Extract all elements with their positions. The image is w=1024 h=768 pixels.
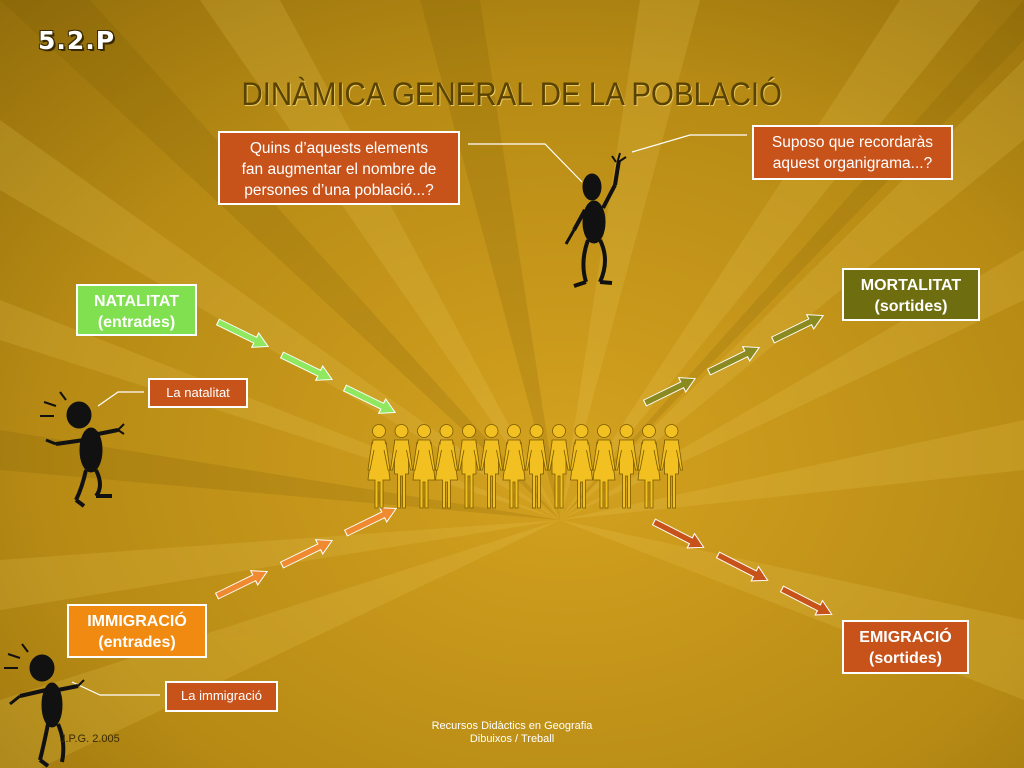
question-line-1: Quins d’aquests elements bbox=[249, 140, 429, 157]
natalitat-name: NATALITAT bbox=[93, 293, 179, 310]
emigracio-sub: (sortides) bbox=[869, 650, 942, 667]
callout-line-natalitat bbox=[97, 391, 144, 407]
mortalitat-box: MORTALITAT (sortides) bbox=[842, 268, 980, 321]
natalitat-sub: (entrades) bbox=[97, 314, 176, 331]
mortalitat-sub: (sortides) bbox=[874, 298, 948, 315]
emigracio-name: EMIGRACIÓ bbox=[859, 629, 952, 646]
person-icon bbox=[502, 424, 526, 509]
question-line-3: persones d’una població...? bbox=[244, 182, 434, 199]
person-icon bbox=[660, 424, 683, 509]
reply-line-1: Suposo que recordaràs bbox=[771, 134, 934, 151]
person-icon bbox=[367, 424, 391, 509]
immigracio-name: IMMIGRACIÓ bbox=[87, 613, 187, 630]
person-icon bbox=[457, 424, 481, 509]
footer-credits-line-1: Recursos Didàctics en Geografia bbox=[431, 720, 593, 732]
footer-credits: Recursos Didàctics en Geografia Dibuixos… bbox=[412, 720, 612, 746]
person-icon bbox=[480, 424, 503, 509]
callout-line-reply bbox=[631, 134, 747, 153]
natalitat-label: La natalitat bbox=[148, 378, 248, 408]
person-icon bbox=[525, 424, 548, 509]
running-person-figure-icon bbox=[4, 643, 85, 768]
immigracio-sub: (entrades) bbox=[98, 634, 176, 651]
waving-person-figure-icon bbox=[564, 152, 627, 288]
immigracio-label: La immigració bbox=[165, 681, 278, 712]
person-icon bbox=[570, 424, 593, 509]
emigracio-arrows bbox=[649, 514, 836, 622]
person-icon bbox=[547, 424, 571, 509]
natalitat-box: NATALITAT (entrades) bbox=[76, 284, 197, 336]
callout-line-immigracio bbox=[71, 681, 160, 696]
person-icon bbox=[435, 424, 458, 509]
person-icon bbox=[615, 424, 638, 509]
emigracio-box: EMIGRACIÓ (sortides) bbox=[842, 620, 969, 674]
immigracio-arrows bbox=[212, 500, 401, 604]
immigracio-box: IMMIGRACIÓ (entrades) bbox=[67, 604, 207, 658]
callout-line-question bbox=[468, 143, 583, 183]
question-line-2: fan augmentar el nombre de bbox=[241, 161, 437, 178]
page-title: DINÀMICA GENERAL DE LA POBLACIÓ bbox=[241, 76, 783, 112]
person-icon bbox=[592, 424, 616, 509]
person-icon bbox=[637, 424, 661, 509]
question-speech-box: Quins d’aquests elements fan augmentar e… bbox=[218, 131, 460, 205]
footer-credits-line-2: Dibuixos / Treball bbox=[469, 733, 555, 745]
mortalitat-name: MORTALITAT bbox=[860, 277, 962, 294]
footer-author: J.P.G. 2.005 bbox=[60, 733, 120, 745]
slide-code: 5.2.P bbox=[38, 26, 116, 55]
mortalitat-arrows bbox=[640, 307, 828, 411]
person-icon bbox=[390, 424, 413, 509]
reply-speech-box: Suposo que recordaràs aquest organigrama… bbox=[752, 125, 953, 180]
people-crowd-icon bbox=[367, 424, 683, 509]
reply-line-2: aquest organigrama...? bbox=[772, 155, 933, 172]
person-icon bbox=[412, 424, 436, 509]
dancing-person-figure-icon bbox=[40, 391, 125, 508]
